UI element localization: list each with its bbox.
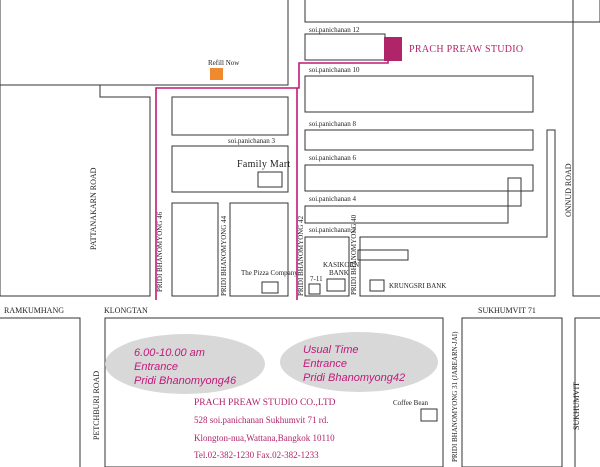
- oval-left: 6.00-10.00 am Entrance Pridi Bhanomyong4…: [105, 334, 265, 394]
- street-pridi-31: PRIDI BHANOMYONG 31 (JAREARN-JAI): [451, 331, 459, 462]
- street-soi-10: soi.panichanan 10: [309, 66, 360, 74]
- family-mart-label: Family Mart: [237, 159, 291, 170]
- street-pridi-40: PRIDI BHANOMYONG 40: [350, 214, 358, 295]
- block-pizza: [171, 202, 219, 297]
- block-soi6-4: [304, 164, 534, 192]
- block-pridi44-east: [229, 202, 289, 297]
- refill-marker[interactable]: [210, 68, 223, 80]
- pizza-label: The Pizza Company: [241, 269, 298, 277]
- block-soi10-8: [304, 75, 534, 113]
- block-far-east: [572, 0, 600, 297]
- seven-eleven-building: [308, 283, 321, 295]
- pizza-building: [261, 281, 279, 294]
- coffee-bean-building: [420, 408, 438, 422]
- krungsri-label: KRUNGSRI BANK: [389, 282, 446, 290]
- block-south-east: [461, 317, 563, 467]
- street-ramkumhang: RAMKUMHANG: [4, 306, 64, 315]
- studio-label: PRACH PREAW STUDIO: [409, 44, 523, 55]
- seven-label: 7-11: [310, 275, 323, 283]
- block-soi3-north: [171, 96, 289, 136]
- kasikorn-label-1: KASIKORN: [323, 261, 359, 269]
- oval-right-line3: Pridi Bhanomyong42: [303, 372, 405, 384]
- street-soi-8: soi.panichanan 8: [309, 120, 357, 128]
- street-sukhumvit: SUKHUMVIT: [572, 382, 581, 430]
- studio-marker[interactable]: [384, 37, 402, 61]
- refill-label: Refill Now: [208, 59, 240, 67]
- oval-right-shape: [280, 332, 438, 392]
- street-pattanakarn: PATTANAKARN ROAD: [89, 167, 98, 250]
- street-petchburi: PETCHBURI ROAD: [92, 371, 101, 440]
- street-pridi-42: PRIDI BHANOMYONG 42: [297, 215, 305, 296]
- street-klongtan: KLONGTAN: [104, 306, 148, 315]
- oval-right-line2: Entrance: [303, 358, 347, 370]
- block-kasikorn: [304, 236, 350, 297]
- block-soi12-north: [304, 0, 600, 23]
- street-sukhumvit-71: SUKHUMVIT 71: [478, 306, 536, 315]
- block-inner-east: [357, 249, 409, 261]
- company-address-1: 528 soi.panichanan Sukhumvit 71 rd.: [194, 415, 329, 425]
- krungsri-building: [369, 279, 385, 292]
- kasikorn-building: [326, 278, 346, 292]
- block-west: [0, 85, 151, 297]
- kasikorn-label-2: BANK: [329, 269, 349, 277]
- company-address-2: Klongton-nua,Wattana,Bangkok 10110: [194, 433, 335, 443]
- block-south-far-east: [574, 317, 600, 467]
- block-south-west: [0, 317, 81, 467]
- oval-right-line1: Usual Time: [303, 344, 359, 356]
- buildings: [257, 171, 438, 422]
- street-pridi-46: PRIDI BHANOMYONG 46: [156, 211, 164, 292]
- oval-left-line2: Entrance: [134, 361, 178, 373]
- street-soi-12: soi.panichanan 12: [309, 26, 360, 34]
- family-mart-building: [257, 171, 283, 188]
- oval-left-shape: [105, 334, 265, 394]
- company-phone: Tel.02-382-1230 Fax.02-382-1233: [194, 450, 319, 460]
- oval-left-line1: 6.00-10.00 am: [134, 347, 205, 359]
- company-name: PRACH PREAW STUDIO CO.,LTD: [194, 398, 336, 408]
- coffee-label: Coffee Bean: [393, 399, 429, 407]
- oval-right: Usual Time Entrance Pridi Bhanomyong42: [280, 332, 438, 392]
- block-south-main: [104, 317, 444, 467]
- block-soi8-6: [304, 129, 534, 151]
- street-onnud: ONNUD ROAD: [564, 163, 573, 217]
- block-top-left-strip: [0, 0, 289, 86]
- street-soi-4: soi.panichanan 4: [309, 195, 357, 203]
- block-family-mart: [171, 145, 289, 193]
- block-soi4-2: [304, 177, 522, 224]
- block-krungsri: [359, 129, 556, 297]
- street-soi-6: soi.panichanan 6: [309, 154, 357, 162]
- block-soi12-10: [304, 33, 386, 61]
- street-pridi-44: PRIDI BHANOMYONG 44: [220, 215, 228, 296]
- street-soi-3: soi.panichanan 3: [228, 137, 276, 145]
- company-info: PRACH PREAW STUDIO CO.,LTD 528 soi.panic…: [194, 398, 336, 460]
- oval-left-line3: Pridi Bhanomyong46: [134, 375, 237, 387]
- street-soi-2: soi.panichanan 2: [309, 226, 357, 234]
